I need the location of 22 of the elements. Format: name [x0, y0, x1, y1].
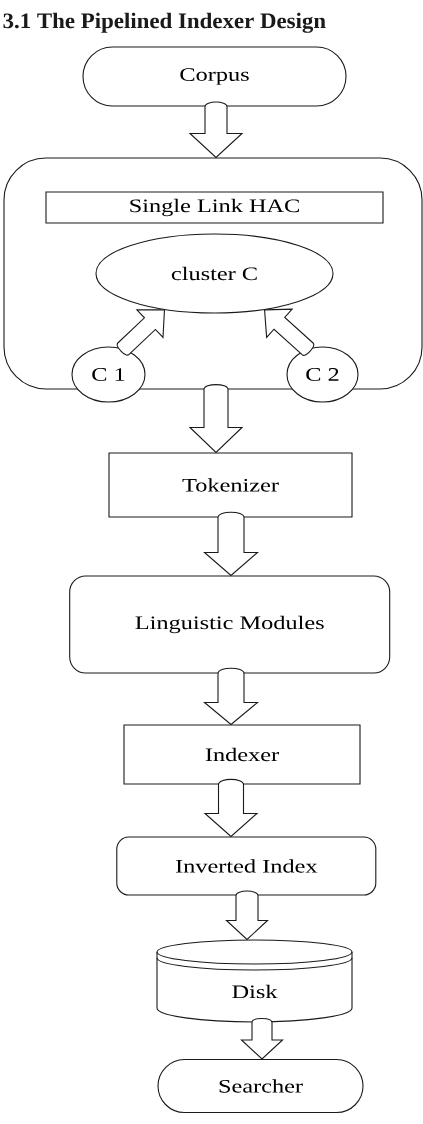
- terminal-box: Searcher: [157, 1058, 364, 1114]
- block-arrow: [225, 890, 269, 940]
- process-box: Single Link HAC: [45, 191, 384, 224]
- process-box: Indexer: [123, 724, 361, 785]
- block-arrow: [240, 1017, 284, 1060]
- circle-node: C 2: [286, 346, 359, 403]
- block-arrow: [189, 384, 243, 453]
- terminal-box: Corpus: [82, 46, 347, 107]
- block-arrow: [204, 778, 258, 837]
- rounded-box: Linguistic Modules: [69, 575, 391, 674]
- ellipse-node: cluster C: [95, 233, 334, 314]
- block-arrow: [264, 308, 315, 356]
- section-heading: 3.1 The Pipelined Indexer Design: [3, 12, 326, 33]
- block-arrow: [189, 101, 243, 158]
- rounded-box: Inverted Index: [116, 836, 377, 896]
- disk-cylinder: Disk: [156, 939, 353, 1023]
- process-box: Tokenizer: [108, 452, 353, 518]
- block-arrow: [203, 511, 259, 576]
- block-arrow: [116, 309, 165, 356]
- block-arrow: [203, 667, 259, 725]
- circle-node: C 1: [71, 346, 146, 403]
- node-label: Disk: [232, 984, 278, 999]
